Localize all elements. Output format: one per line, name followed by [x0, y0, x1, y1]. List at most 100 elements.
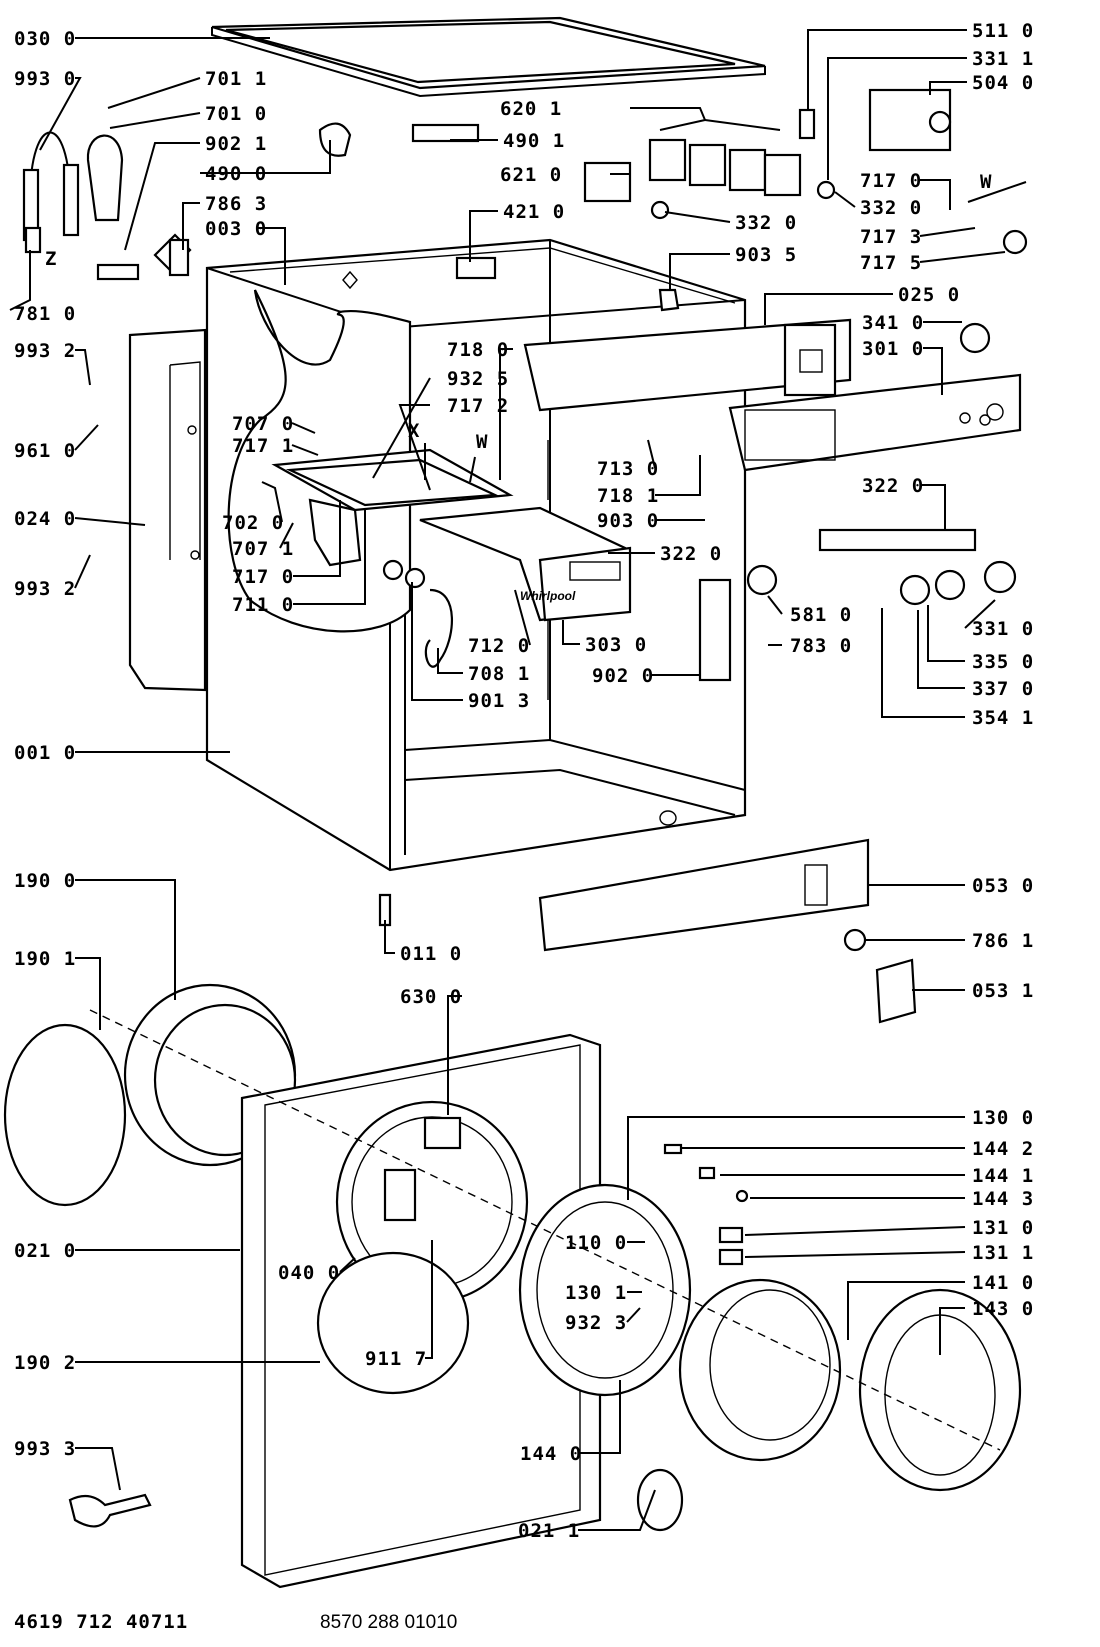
- label-621-0: 621 0: [500, 164, 562, 186]
- marker-w-right: W: [980, 171, 992, 193]
- label-025-0: 025 0: [898, 284, 960, 306]
- label-024-0: 024 0: [14, 508, 76, 530]
- label-620-1: 620 1: [500, 98, 562, 120]
- label-993-2-bottom: 993 2: [14, 578, 76, 600]
- footer-center-code: 8570 288 01010: [320, 1612, 457, 1633]
- label-702-0: 702 0: [222, 512, 284, 534]
- label-717-0-right: 717 0: [860, 170, 922, 192]
- label-701-0: 701 0: [205, 103, 267, 125]
- label-190-1: 190 1: [14, 948, 76, 970]
- label-144-3: 144 3: [972, 1188, 1034, 1210]
- letter-markers: Z X W W: [45, 171, 992, 453]
- part-labels: 030 0 993 0 701 1 701 0 902 1 490 0 786 …: [14, 20, 1034, 1542]
- leader-lines: [9, 29, 1027, 1531]
- label-021-0: 021 0: [14, 1240, 76, 1262]
- label-144-0: 144 0: [520, 1443, 582, 1465]
- part-drawings: Whirlpool: [3, 16, 1028, 1589]
- label-131-1: 131 1: [972, 1242, 1034, 1264]
- top-panel: [211, 16, 766, 98]
- label-141-0: 141 0: [972, 1272, 1034, 1294]
- label-143-0: 143 0: [972, 1298, 1034, 1320]
- label-902-0: 902 0: [592, 665, 654, 687]
- label-490-0: 490 0: [205, 163, 267, 185]
- label-718-0: 718 0: [447, 339, 509, 361]
- side-panel: [128, 328, 207, 692]
- label-332-0-mid: 332 0: [735, 212, 797, 234]
- label-354-1: 354 1: [972, 707, 1034, 729]
- label-301-0: 301 0: [862, 338, 924, 360]
- plinth: [378, 838, 917, 1024]
- marker-w-left: W: [476, 431, 488, 453]
- label-341-0: 341 0: [862, 312, 924, 334]
- label-781-0: 781 0: [14, 303, 76, 325]
- label-903-0: 903 0: [597, 510, 659, 532]
- label-504-0: 504 0: [972, 72, 1034, 94]
- label-001-0: 001 0: [14, 742, 76, 764]
- label-130-1: 130 1: [565, 1282, 627, 1304]
- label-630-0: 630 0: [400, 986, 462, 1008]
- label-144-1: 144 1: [972, 1165, 1034, 1187]
- label-322-0-mid: 322 0: [660, 543, 722, 565]
- label-786-3: 786 3: [205, 193, 267, 215]
- label-902-1: 902 1: [205, 133, 267, 155]
- label-717-2: 717 2: [447, 395, 509, 417]
- dispenser-assembly: Whirlpool: [271, 448, 632, 668]
- label-331-1: 331 1: [972, 48, 1034, 70]
- label-030-0: 030 0: [14, 28, 76, 50]
- label-707-1: 707 1: [232, 538, 294, 560]
- label-993-0: 993 0: [14, 68, 76, 90]
- label-707-0: 707 0: [232, 413, 294, 435]
- label-190-0: 190 0: [14, 870, 76, 892]
- label-190-2: 190 2: [14, 1352, 76, 1374]
- label-581-0: 581 0: [790, 604, 852, 626]
- label-332-0-right: 332 0: [860, 197, 922, 219]
- marker-z: Z: [45, 248, 57, 270]
- marker-x: X: [408, 420, 420, 442]
- label-708-1: 708 1: [468, 663, 530, 685]
- label-011-0: 011 0: [400, 943, 462, 965]
- label-322-0-right: 322 0: [862, 475, 924, 497]
- label-040-0: 040 0: [278, 1262, 340, 1284]
- label-717-1: 717 1: [232, 435, 294, 457]
- label-903-5: 903 5: [735, 244, 797, 266]
- label-337-0: 337 0: [972, 678, 1034, 700]
- label-711-0: 711 0: [232, 594, 294, 616]
- label-110-0: 110 0: [565, 1232, 627, 1254]
- label-421-0: 421 0: [503, 201, 565, 223]
- label-053-0: 053 0: [972, 875, 1034, 897]
- label-335-0: 335 0: [972, 651, 1034, 673]
- label-717-3: 717 3: [860, 226, 922, 248]
- footer-left-code: 4619 712 40711: [14, 1611, 188, 1633]
- label-131-0: 131 0: [972, 1217, 1034, 1239]
- label-932-3: 932 3: [565, 1312, 627, 1334]
- knob-parts: [698, 528, 1017, 682]
- brand-text: Whirlpool: [520, 589, 576, 603]
- label-021-1: 021 1: [518, 1520, 580, 1542]
- label-717-5: 717 5: [860, 252, 922, 274]
- label-932-5: 932 5: [447, 368, 509, 390]
- label-713-0: 713 0: [597, 458, 659, 480]
- label-901-3: 901 3: [468, 690, 530, 712]
- label-490-1: 490 1: [503, 130, 565, 152]
- label-717-0-left: 717 0: [232, 566, 294, 588]
- electronics-parts: [318, 88, 1028, 354]
- label-053-1: 053 1: [972, 980, 1034, 1002]
- label-701-1: 701 1: [205, 68, 267, 90]
- label-130-0: 130 0: [972, 1107, 1034, 1129]
- label-712-0: 712 0: [468, 635, 530, 657]
- label-783-0: 783 0: [790, 635, 852, 657]
- label-993-3: 993 3: [14, 1438, 76, 1460]
- label-911-7: 911 7: [365, 1348, 427, 1370]
- label-331-0: 331 0: [972, 618, 1034, 640]
- label-786-1: 786 1: [972, 930, 1034, 952]
- label-511-0: 511 0: [972, 20, 1034, 42]
- front-door-assembly: [3, 983, 1022, 1589]
- label-961-0: 961 0: [14, 440, 76, 462]
- label-993-2-top: 993 2: [14, 340, 76, 362]
- control-panel: [523, 318, 1022, 472]
- label-303-0: 303 0: [585, 634, 647, 656]
- label-144-2: 144 2: [972, 1138, 1034, 1160]
- label-718-1: 718 1: [597, 485, 659, 507]
- footer: 4619 712 40711 8570 288 01010: [14, 1611, 457, 1633]
